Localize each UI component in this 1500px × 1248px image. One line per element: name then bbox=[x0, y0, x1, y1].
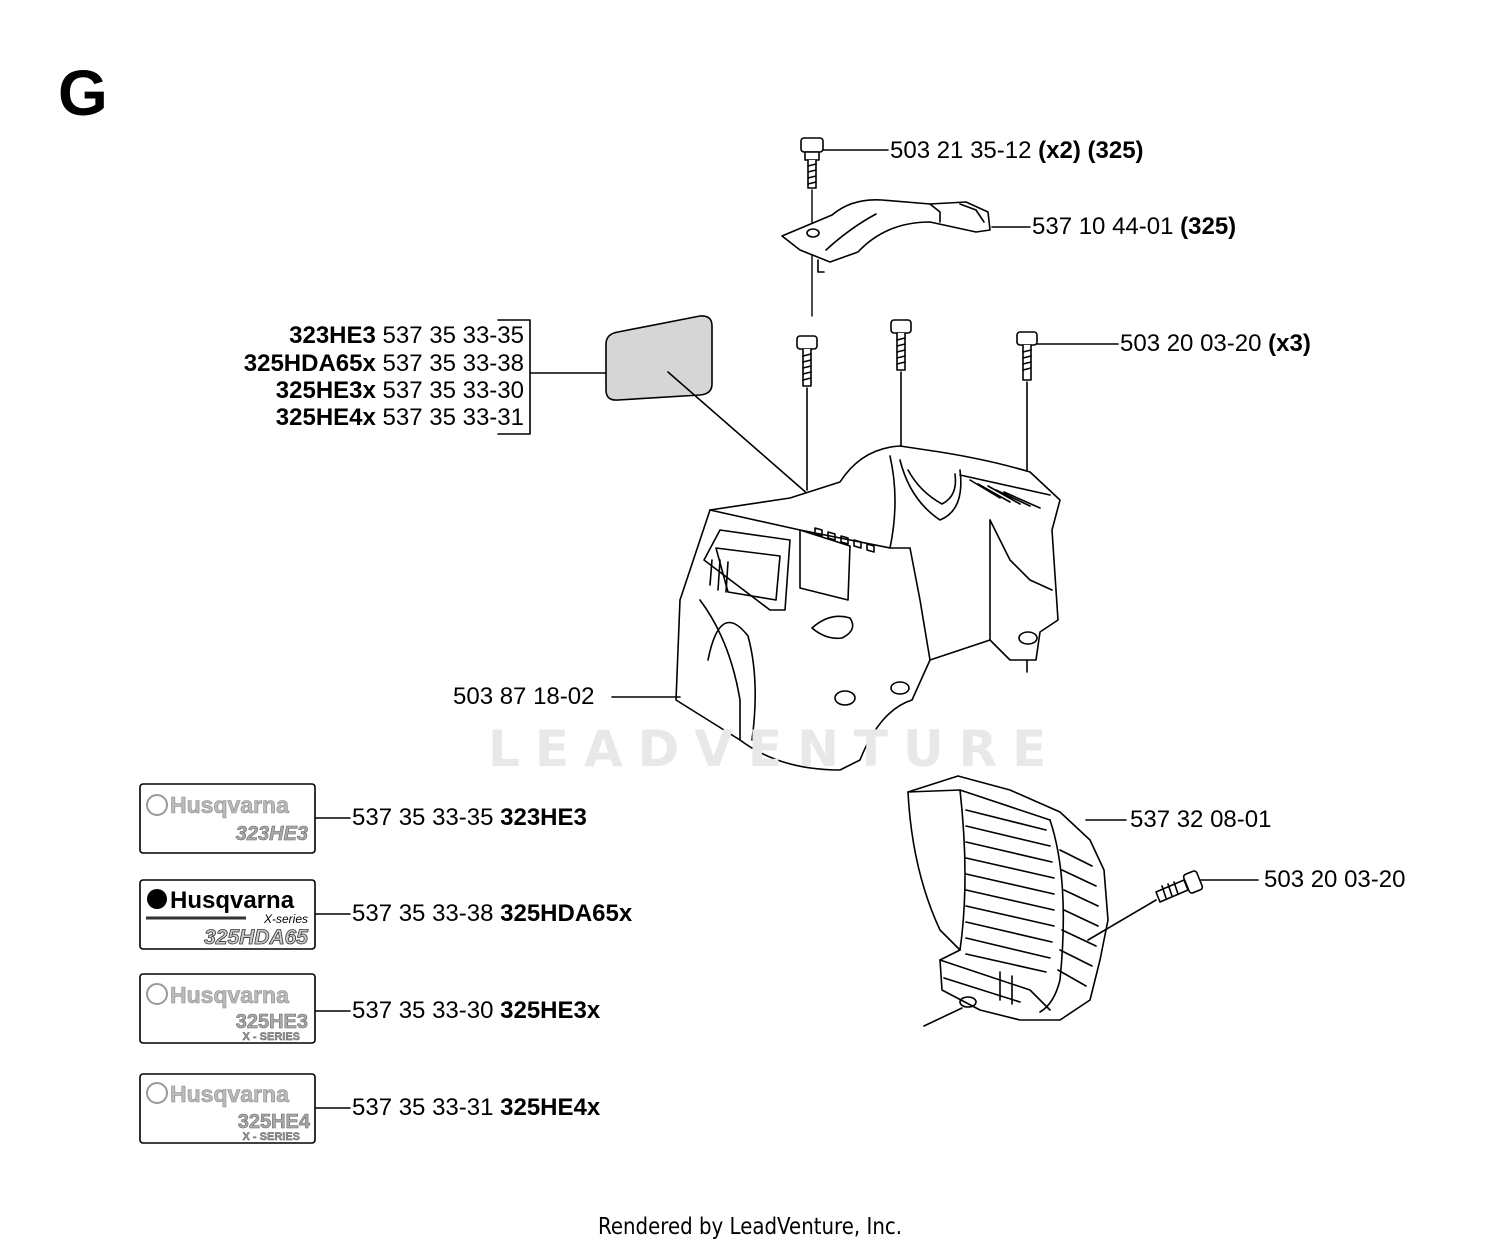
callout-rear-cover[interactable]: 537 32 08-01 bbox=[1130, 806, 1271, 834]
decal-box-3[interactable] bbox=[139, 973, 316, 1044]
quantity: (x3) bbox=[1268, 330, 1311, 357]
decal-box-1[interactable] bbox=[139, 783, 316, 854]
decal-group-row-2[interactable]: 325HDA65x 537 35 33-38 bbox=[180, 350, 524, 378]
part-number: 537 10 44-01 bbox=[1032, 213, 1174, 240]
section-letter: G bbox=[58, 57, 108, 129]
watermark: LEADVENTURE bbox=[488, 720, 1062, 778]
decal-3-brand: Husqvarna bbox=[170, 982, 289, 1008]
decal-group-row-3[interactable]: 325HE3x 537 35 33-30 bbox=[180, 377, 524, 405]
handle-bracket-part[interactable] bbox=[781, 198, 991, 273]
husqvarna-crown-icon bbox=[146, 983, 168, 1005]
part-number: 503 21 35-12 bbox=[890, 137, 1032, 164]
decal-box-4[interactable] bbox=[139, 1073, 316, 1144]
callout-decal-2[interactable]: 537 35 33-38 325HDA65x bbox=[352, 900, 632, 928]
rear-screw-part[interactable] bbox=[1155, 870, 1204, 903]
callout-screw-top[interactable]: 503 21 35-12 (x2) (325) bbox=[890, 137, 1144, 165]
decal-1-brand: Husqvarna bbox=[170, 792, 289, 818]
part-number: 537 32 08-01 bbox=[1130, 806, 1272, 833]
callout-handle[interactable]: 537 10 44-01 (325) bbox=[1032, 213, 1236, 241]
decal-4-series: X - SERIES bbox=[243, 1131, 300, 1143]
decal-2-brand: Husqvarna bbox=[170, 887, 295, 914]
leader-rear-screw-tail bbox=[1087, 899, 1157, 941]
decal-sticker-part[interactable] bbox=[605, 315, 713, 401]
decal-3-series: X - SERIES bbox=[243, 1031, 300, 1043]
decal-3-artwork: Husqvarna 325HE3 X - SERIES bbox=[146, 982, 308, 1043]
bracket-decal-group bbox=[497, 319, 531, 435]
model: 325HE4x bbox=[275, 404, 376, 431]
leader-decal-to-cover bbox=[667, 371, 811, 497]
model: 325HE4x bbox=[500, 1094, 601, 1121]
part-number: 537 35 33-30 bbox=[382, 377, 524, 404]
callout-screws-x3[interactable]: 503 20 03-20 (x3) bbox=[1120, 330, 1311, 358]
callout-decal-3[interactable]: 537 35 33-30 325HE3x bbox=[352, 997, 600, 1025]
part-number: 537 35 33-38 bbox=[382, 350, 524, 377]
callout-rear-screw[interactable]: 503 20 03-20 bbox=[1264, 866, 1405, 894]
callout-cover[interactable]: 503 87 18-02 bbox=[453, 683, 594, 711]
model: 325HE3x bbox=[275, 377, 376, 404]
model-note: (325) bbox=[1180, 213, 1237, 240]
decal-1-model: 323HE3 bbox=[236, 823, 308, 845]
decal-4-artwork: Husqvarna 325HE4 X - SERIES bbox=[146, 1081, 311, 1143]
main-cover-part[interactable] bbox=[675, 445, 1061, 771]
decal-group-row-1[interactable]: 323HE3 537 35 33-35 bbox=[180, 322, 524, 350]
decal-4-brand: Husqvarna bbox=[170, 1081, 289, 1107]
decal-4-model: 325HE4 bbox=[238, 1111, 311, 1133]
callout-decal-1[interactable]: 537 35 33-35 323HE3 bbox=[352, 804, 587, 832]
part-number: 537 35 33-35 bbox=[352, 804, 494, 831]
part-number: 503 20 03-20 bbox=[1264, 866, 1406, 893]
footer-credit: Rendered by LeadVenture, Inc. bbox=[597, 1214, 903, 1240]
model: 323HE3 bbox=[289, 322, 376, 349]
husqvarna-crown-icon bbox=[146, 1082, 168, 1104]
decal-2-model: 325HDA65 bbox=[204, 926, 308, 949]
decal-2-artwork: Husqvarna X-series 325HDA65 bbox=[146, 887, 309, 949]
decal-box-2[interactable] bbox=[139, 879, 316, 950]
decal-3-model: 325HE3 bbox=[236, 1011, 308, 1033]
model: 325HDA65x bbox=[500, 900, 633, 927]
part-number: 537 35 33-30 bbox=[352, 997, 494, 1024]
part-number: 537 35 33-35 bbox=[382, 322, 524, 349]
callout-decal-4[interactable]: 537 35 33-31 325HE4x bbox=[352, 1094, 600, 1122]
model-note: (325) bbox=[1087, 137, 1144, 164]
part-number: 503 87 18-02 bbox=[453, 683, 595, 710]
model: 325HE3x bbox=[500, 997, 601, 1024]
screw-part-1[interactable] bbox=[796, 335, 818, 491]
decal-2-series: X-series bbox=[263, 912, 308, 926]
decal-group-row-4[interactable]: 325HE4x 537 35 33-31 bbox=[180, 404, 524, 432]
model: 325HDA65x bbox=[243, 350, 376, 377]
part-number: 537 35 33-31 bbox=[352, 1094, 494, 1121]
leader-rear-cover-tail bbox=[923, 1007, 963, 1027]
rear-cover-part[interactable] bbox=[907, 775, 1109, 1021]
husqvarna-crown-icon bbox=[147, 889, 167, 909]
quantity: (x2) bbox=[1038, 137, 1081, 164]
part-number: 503 20 03-20 bbox=[1120, 330, 1262, 357]
decal-1-artwork: Husqvarna 323HE3 bbox=[146, 792, 308, 845]
part-number: 537 35 33-31 bbox=[382, 404, 524, 431]
part-number: 537 35 33-38 bbox=[352, 900, 494, 927]
model: 323HE3 bbox=[500, 804, 587, 831]
husqvarna-crown-icon bbox=[146, 794, 168, 816]
